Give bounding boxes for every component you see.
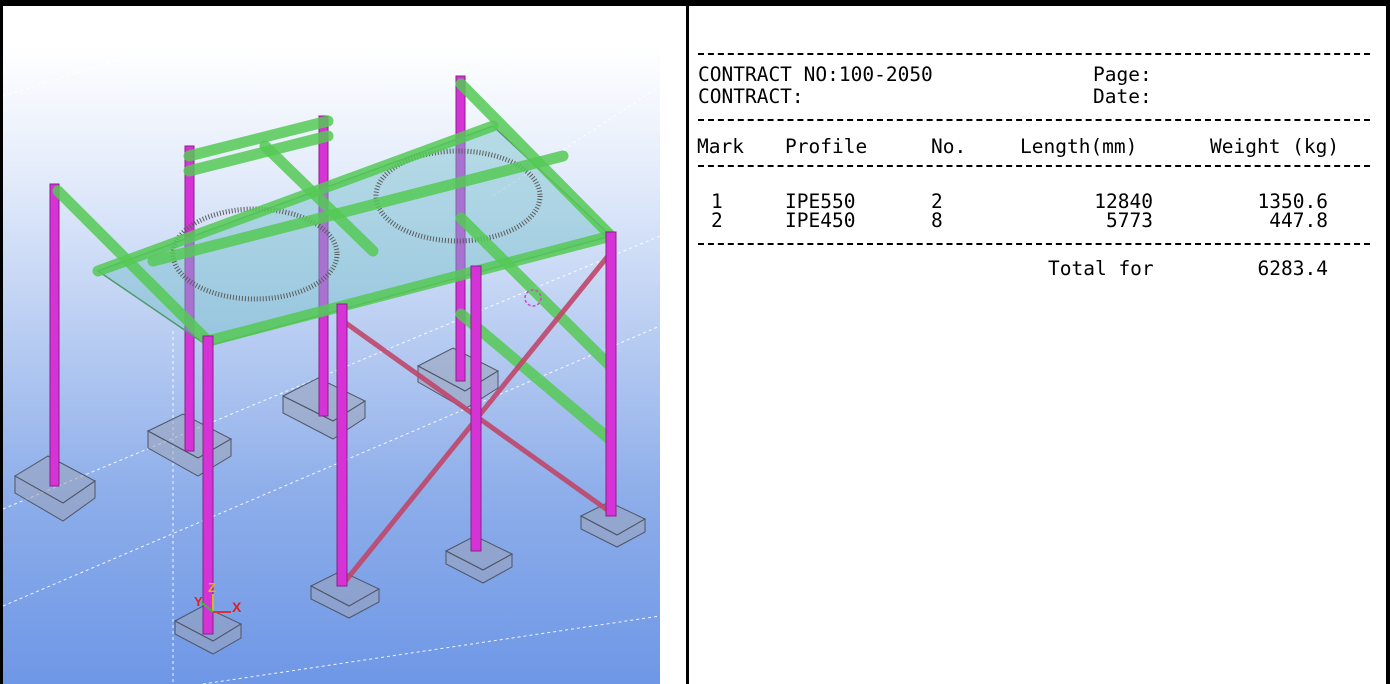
beams [52, 78, 617, 444]
page-label: Page: [1093, 63, 1152, 86]
row-2-weight: 447.8 [1269, 209, 1328, 232]
marker-circle [524, 289, 542, 307]
column-header-no: No. [931, 135, 967, 158]
total-weight: 6283.4 [1257, 257, 1328, 280]
row-1-mark: 1 [711, 190, 723, 213]
panel-divider [686, 0, 689, 684]
row-2-mark: 2 [711, 209, 723, 232]
front-columns [202, 231, 617, 635]
row-1-weight: 1350.6 [1257, 190, 1328, 213]
row-1-no: 2 [931, 190, 943, 213]
model-viewport[interactable]: X Y Z [3, 46, 660, 684]
slab-openings [170, 148, 543, 302]
column-header-mark: Mark [697, 135, 744, 158]
row-2-no: 8 [931, 209, 943, 232]
back-columns [49, 75, 466, 487]
axis-label-y: Y [194, 594, 203, 609]
separator-line [698, 53, 1370, 55]
contract-label: CONTRACT: [698, 85, 804, 108]
right-border [1386, 0, 1390, 684]
separator-line [698, 243, 1370, 245]
axis-label-x: X [232, 599, 242, 615]
grid-lines [3, 46, 660, 684]
material-report: CONTRACT NO:100-2050 Page: CONTRACT: Dat… [697, 44, 1378, 304]
axis-gizmo [200, 594, 231, 613]
row-1-length: 12840 [1094, 190, 1153, 213]
separator-line [698, 119, 1370, 121]
total-label: Total for [1048, 257, 1154, 280]
column-header-length: Length(mm) [1020, 135, 1138, 158]
contract-no-label: CONTRACT NO:100-2050 [698, 63, 933, 86]
date-label: Date: [1093, 85, 1152, 108]
structure-model [3, 46, 660, 684]
row-2-length: 5773 [1106, 209, 1153, 232]
column-header-weight: Weight (kg) [1210, 135, 1340, 158]
top-border [0, 0, 1390, 6]
column-header-profile: Profile [785, 135, 868, 158]
separator-line [698, 165, 1370, 167]
row-1-profile: IPE550 [785, 190, 856, 213]
row-2-profile: IPE450 [785, 209, 856, 232]
left-border [0, 0, 3, 684]
axis-label-z: Z [208, 580, 216, 595]
